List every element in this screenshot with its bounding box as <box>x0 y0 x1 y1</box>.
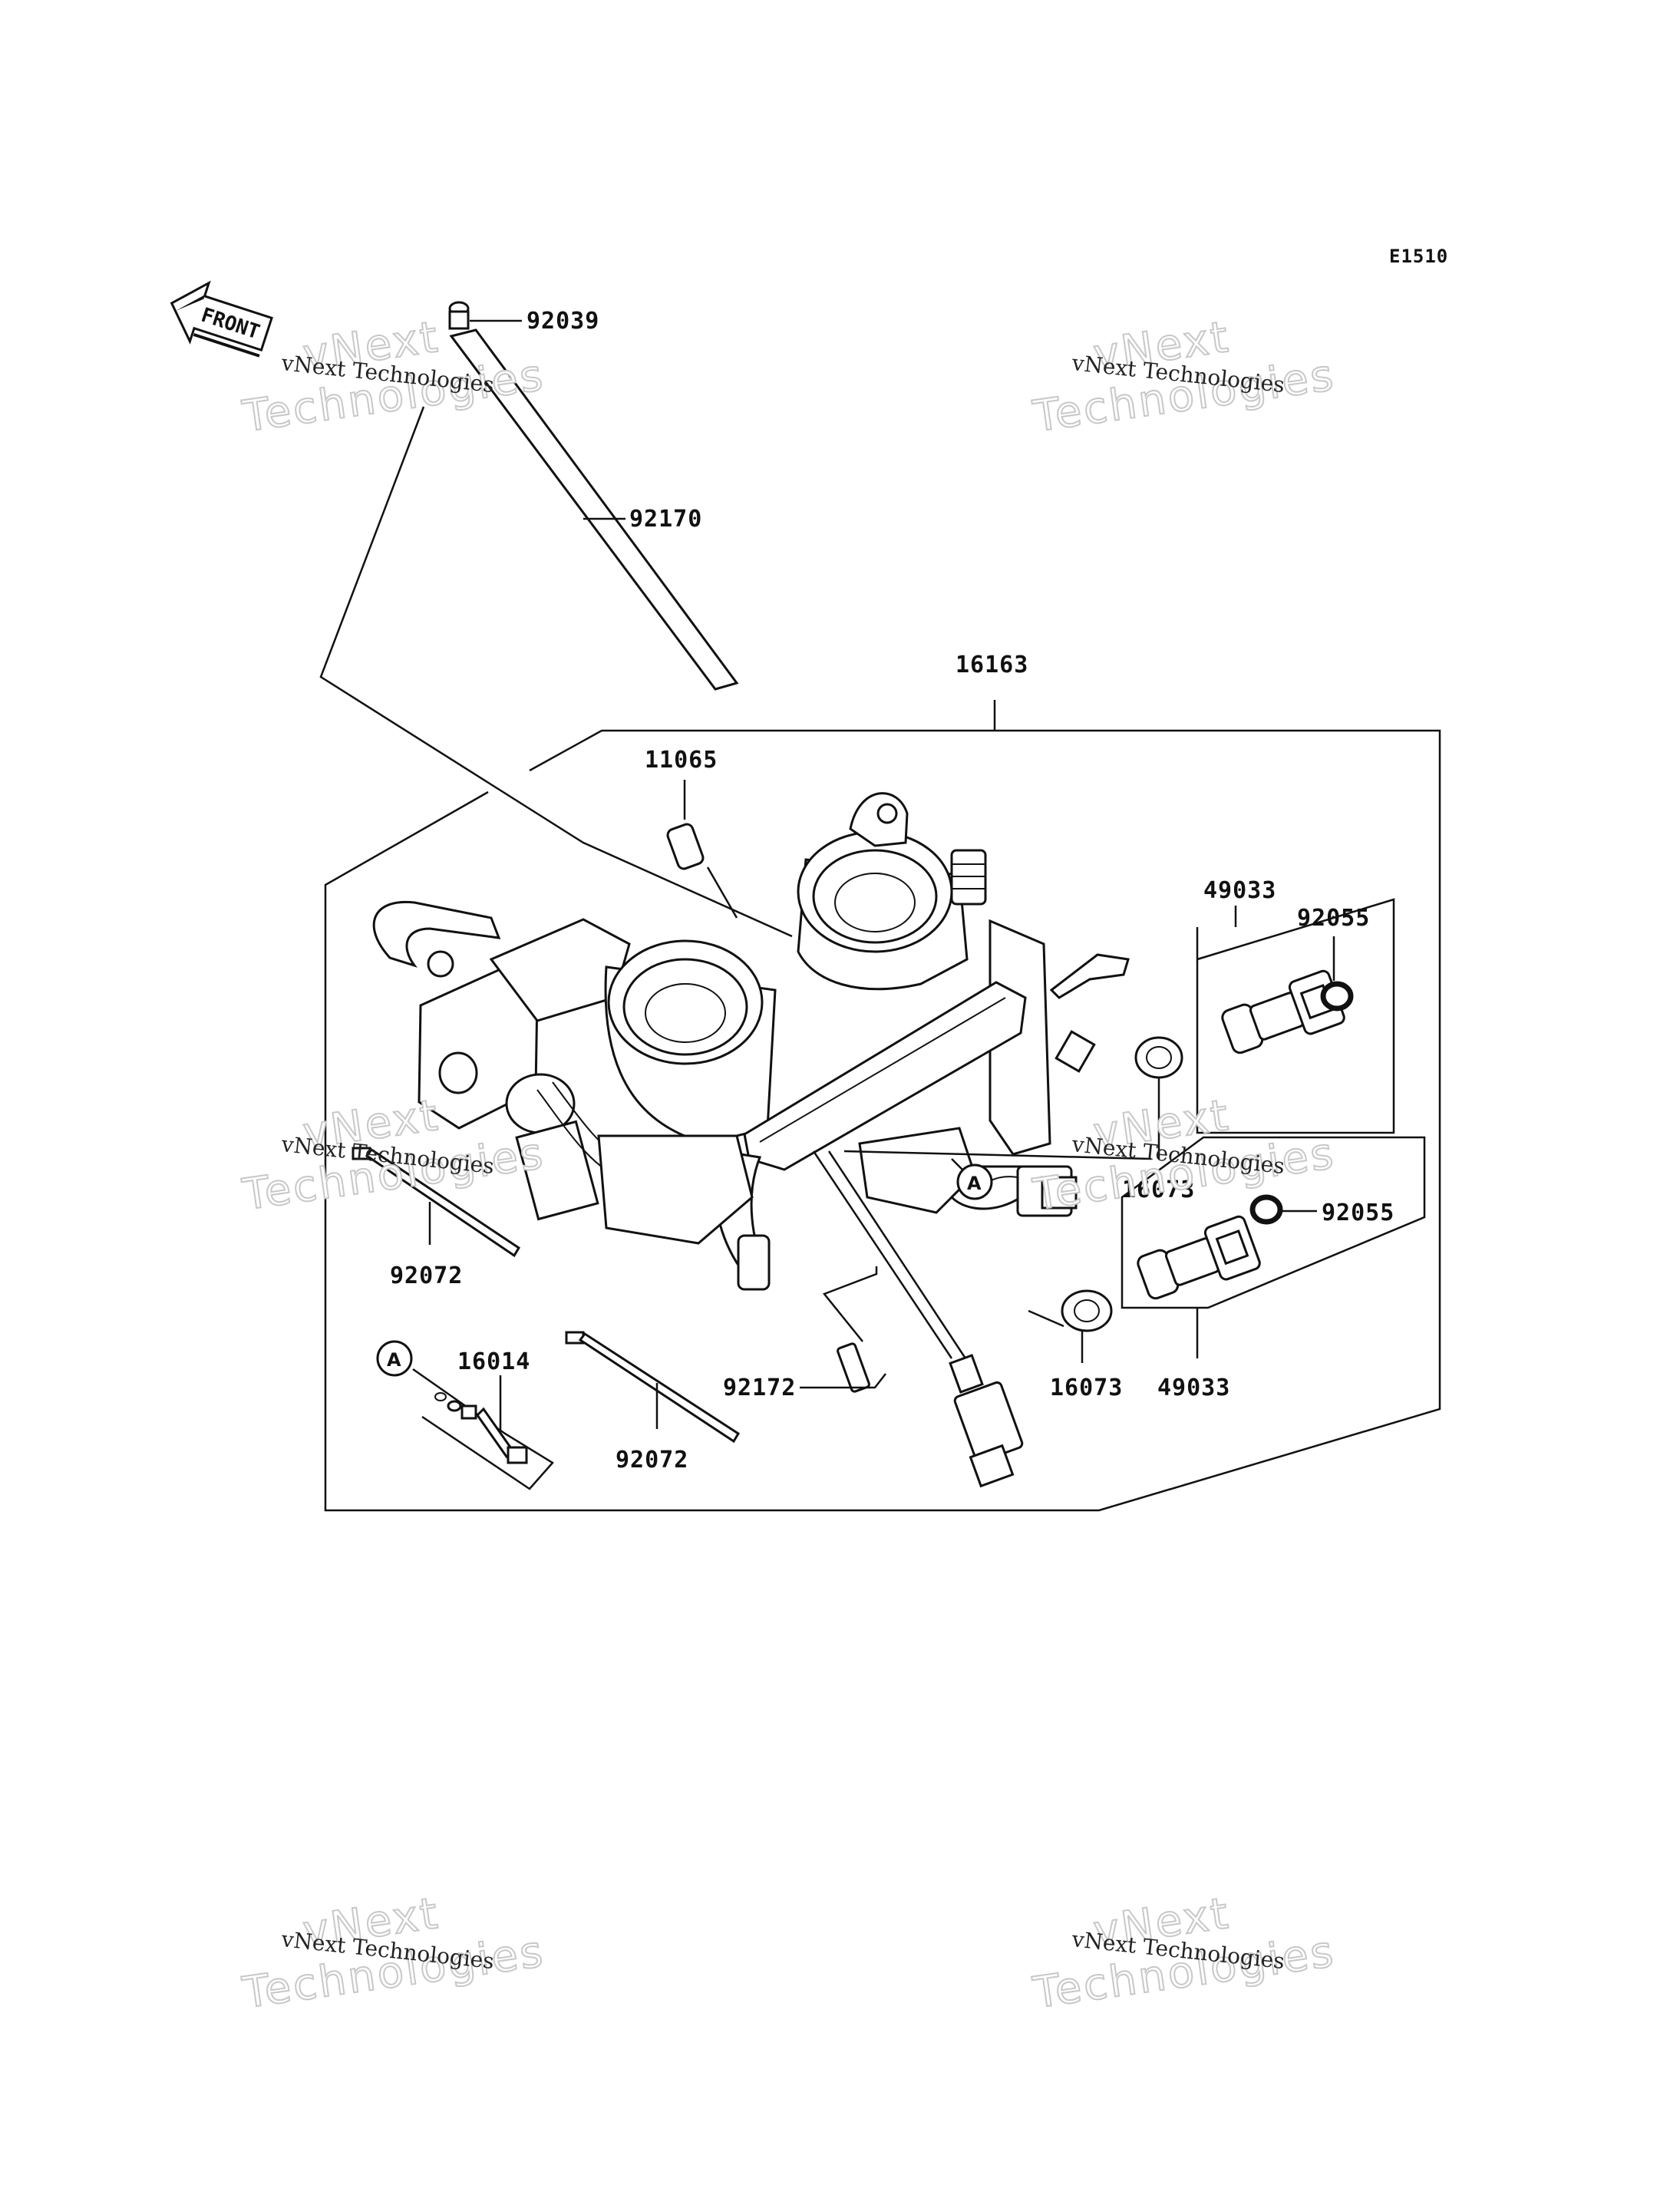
svg-text:A: A <box>967 1173 982 1194</box>
label-16073-upper: 16073 <box>1122 1177 1195 1203</box>
label-16163: 16163 <box>956 652 1028 678</box>
label-16073-lower: 16073 <box>1050 1375 1123 1401</box>
part-92170: 92170 <box>449 328 739 691</box>
part-92055-lower: 92055 <box>1249 1194 1394 1226</box>
label-49033-upper: 49033 <box>1203 877 1276 904</box>
watermark-mid-left: vNext Technologies vNext Technologies <box>239 1090 549 1221</box>
watermark-bottom-left: vNext Technologies vNext Technologies <box>239 1888 549 2019</box>
part-92072-lower: 92072 <box>565 1331 741 1474</box>
part-49033-upper: 49033 <box>1196 877 1395 1134</box>
front-arrow-icon: FRONT <box>170 280 273 358</box>
part-92039: 92039 <box>448 301 599 335</box>
part-11065: 11065 <box>645 747 738 919</box>
label-92170: 92170 <box>629 506 702 533</box>
part-16073-lower: 16073 <box>1028 1289 1123 1401</box>
throttle-body-icon <box>372 792 1152 1488</box>
part-92172: 92172 <box>723 1266 886 1401</box>
label-16014: 16014 <box>457 1348 530 1375</box>
part-92072-left: 92072 <box>352 1147 521 1289</box>
watermark-top-left: vNext Technologies vNext Technologies <box>239 312 549 443</box>
label-92172: 92172 <box>723 1375 796 1401</box>
label-11065: 11065 <box>645 747 718 774</box>
label-92055-lower: 92055 <box>1322 1200 1394 1226</box>
watermark-top-right: vNext Technologies vNext Technologies <box>1029 312 1339 443</box>
label-92072-lower: 92072 <box>616 1447 688 1474</box>
callout-a-detail: A <box>387 1349 401 1371</box>
label-92055-upper: 92055 <box>1297 905 1370 932</box>
assembly-outline <box>324 729 1441 1512</box>
label-49033-lower: 49033 <box>1157 1375 1230 1401</box>
part-49033-lower: 49033 <box>1121 1136 1426 1401</box>
diagram-code: E1510 <box>1389 246 1448 267</box>
watermark-bottom-right: vNext Technologies vNext Technologies <box>1029 1888 1339 2019</box>
label-92039: 92039 <box>526 308 599 335</box>
part-92055-upper: 92055 <box>1297 905 1370 1012</box>
part-16073-upper: 16073 <box>1122 1036 1195 1203</box>
part-16014: A 16014 <box>376 1340 554 1490</box>
callout-a-main: A <box>951 1158 993 1200</box>
label-92072-left: 92072 <box>390 1262 463 1289</box>
